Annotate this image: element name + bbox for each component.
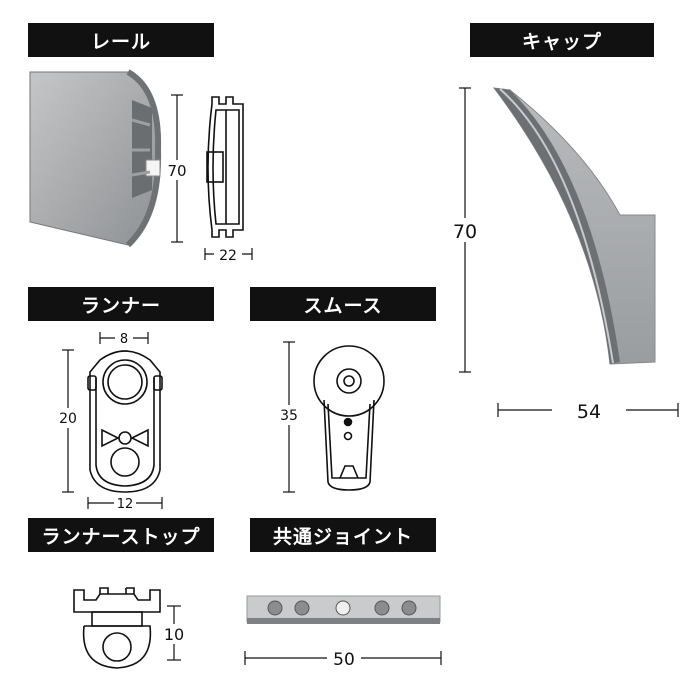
cap-width-label: 54 <box>577 401 601 423</box>
rail-title: レール <box>28 23 214 57</box>
runner-height-label: 20 <box>59 411 77 427</box>
runner-bottom-width-label: 12 <box>117 497 134 512</box>
runner-title: ランナー <box>28 287 214 321</box>
cap-height-label: 70 <box>453 221 477 243</box>
cap-title: キャップ <box>470 23 654 57</box>
rail-cross-section <box>206 96 244 238</box>
smooth-height-label: 35 <box>280 408 298 424</box>
joint-title: 共通ジョイント <box>250 518 436 552</box>
joint-width-label: 50 <box>333 650 355 670</box>
rail-height-label: 70 <box>167 162 186 180</box>
runner-stop-height-label: 10 <box>164 625 184 644</box>
smooth-drawing <box>313 345 385 491</box>
smooth-title: スムース <box>250 287 436 321</box>
cap-photo <box>492 87 656 365</box>
joint-photo <box>246 595 441 624</box>
runner-top-width-label: 8 <box>120 332 128 347</box>
runner-drawing <box>87 350 163 493</box>
rail-photo <box>29 69 162 248</box>
runner-stop-drawing <box>73 587 161 669</box>
rail-width-label: 22 <box>219 248 237 264</box>
runner-stop-title: ランナーストップ <box>28 518 214 552</box>
